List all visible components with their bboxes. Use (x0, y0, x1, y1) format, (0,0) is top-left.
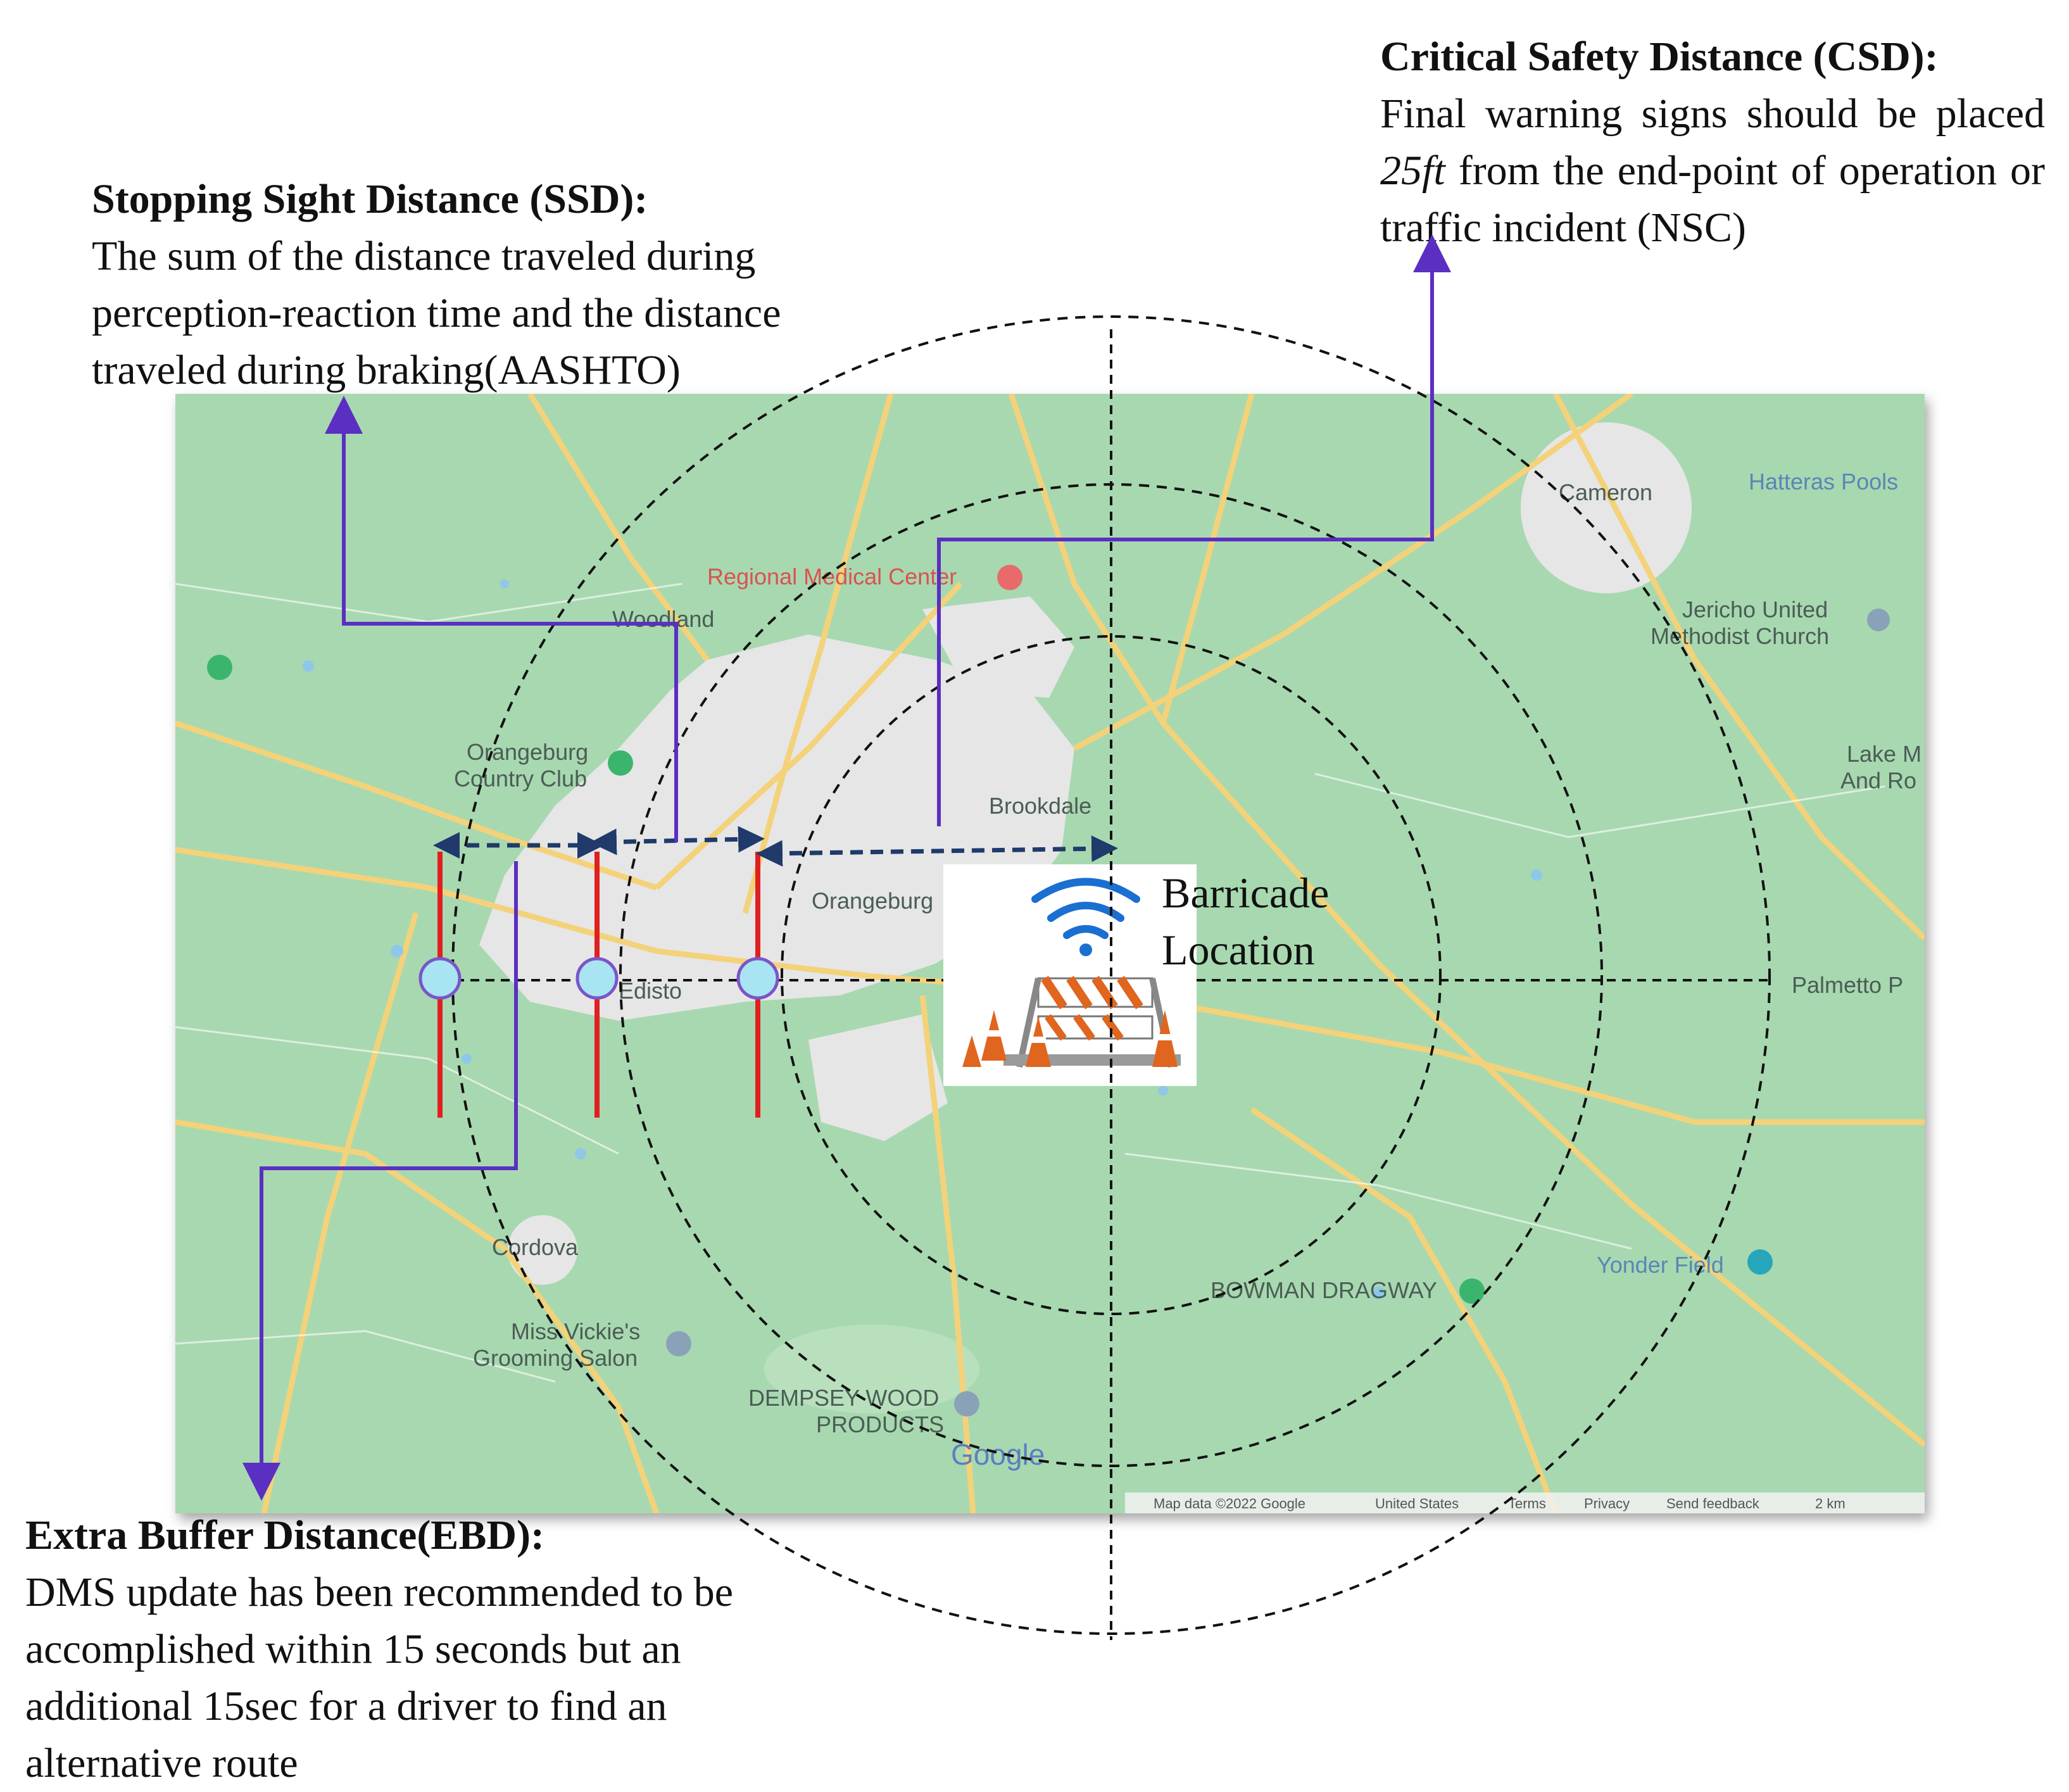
barricade-label-line2: Location (1162, 926, 1315, 974)
ebd-body: DMS update has been recommended to be ac… (25, 1569, 734, 1786)
park-area (764, 1325, 979, 1413)
ssd-body: The sum of the distance traveled during … (92, 233, 781, 393)
marker-points (418, 957, 779, 1000)
place-brookdale: Brookdale (989, 793, 1092, 819)
circle-ebd (451, 315, 1771, 1635)
footer-mapdata: Map data ©2022 Google (1154, 1496, 1306, 1511)
footer-privacy[interactable]: Privacy (1584, 1496, 1630, 1511)
callout-connectors (242, 234, 1451, 1501)
ssd-label: Stopping Sight Distance (SSD): The sum o… (92, 171, 890, 399)
map-pins (207, 565, 1890, 1417)
place-jericho-1: Jericho United (1682, 596, 1828, 622)
place-hatteras: Hatteras Pools (1749, 469, 1899, 495)
place-orangeburg-cc-1: Orangeburg (467, 739, 589, 765)
place-woodland: Woodland (612, 606, 715, 632)
arrow-ssd-segment (590, 826, 765, 855)
arrow-csd-segment (756, 835, 1118, 867)
place-dempsey-1: DEMPSEY WOOD (748, 1385, 940, 1411)
crosshair-lines (440, 329, 1773, 1640)
place-palmetto: Palmetto P (1792, 972, 1904, 998)
church-pin-icon (1867, 609, 1890, 631)
place-yonder: Yonder Field (1597, 1252, 1724, 1278)
place-lake-2: And Ro (1840, 767, 1917, 793)
barricade-icon (962, 878, 1181, 1068)
place-edisto: Edisto (619, 978, 682, 1004)
place-regional: Regional Medical Center (707, 564, 957, 590)
urban-area-cordova (508, 1215, 577, 1285)
ebd-label: Extra Buffer Distance(EBD): DMS update h… (25, 1507, 848, 1792)
place-jericho-2: Methodist Church (1651, 623, 1830, 649)
marker-point-ssd (575, 957, 619, 1000)
urban-area-north (922, 596, 1074, 698)
ssd-title: Stopping Sight Distance (SSD): (92, 176, 648, 222)
wifi-dot (1079, 943, 1092, 956)
dragway-pin-icon (1459, 1278, 1485, 1304)
csd-body-pre: Final warning signs should be placed (1380, 91, 2045, 137)
barricade-label-line1: Barricade (1162, 869, 1330, 917)
park-pin-icon (207, 655, 232, 680)
place-orangeburg-cc-2: Country Club (454, 766, 588, 792)
callout-csd (937, 234, 1451, 826)
callout-ebd (242, 861, 518, 1501)
hospital-pin-icon (997, 565, 1022, 590)
distance-arrows (433, 826, 1118, 867)
footer-scale: 2 km (1815, 1496, 1846, 1511)
footer-country: United States (1375, 1496, 1459, 1511)
barricade-label: Barricade Location (1162, 864, 1329, 978)
traffic-cones (962, 1010, 1178, 1067)
callout-ssd (325, 396, 678, 842)
csd-body-em: 25ft (1380, 148, 1445, 194)
barricade-image-box (943, 864, 1197, 1086)
dempsey-pin-icon (954, 1391, 979, 1417)
footer-terms[interactable]: Terms (1508, 1496, 1546, 1511)
urban-area-south (808, 1014, 948, 1141)
place-lake-1: Lake M (1847, 741, 1922, 767)
place-missvickies-2: Grooming Salon (473, 1345, 638, 1371)
ebd-title: Extra Buffer Distance(EBD): (25, 1512, 544, 1558)
urban-area-orangeburg (479, 634, 1074, 1021)
urban-area-cameron (1521, 422, 1692, 593)
circle-csd (781, 635, 1442, 1315)
place-dempsey-2: PRODUCTS (816, 1411, 945, 1437)
place-bowman: BOWMAN DRAGWAY (1211, 1277, 1437, 1303)
map-footer-bar (1125, 1492, 1925, 1513)
footer-feedback[interactable]: Send feedback (1666, 1496, 1759, 1511)
place-orangeburg: Orangeburg (812, 888, 934, 914)
barrier (1003, 976, 1181, 1068)
wifi-icon (1031, 878, 1140, 939)
field-pin-icon (1747, 1249, 1773, 1275)
water-bodies (303, 579, 1542, 1299)
golf-pin-icon (608, 750, 633, 776)
marker-point-csd (736, 957, 779, 1000)
place-missvickies-1: Miss Vickie's (511, 1318, 641, 1344)
map-roads (175, 394, 1925, 1513)
csd-label: Critical Safety Distance (CSD): Final wa… (1380, 28, 2045, 256)
google-logo: Google (951, 1438, 1045, 1471)
csd-title: Critical Safety Distance (CSD): (1380, 34, 1939, 80)
salon-pin-icon (666, 1331, 691, 1356)
marker-point-ebd (418, 957, 462, 1000)
place-cameron: Cameron (1559, 479, 1653, 505)
